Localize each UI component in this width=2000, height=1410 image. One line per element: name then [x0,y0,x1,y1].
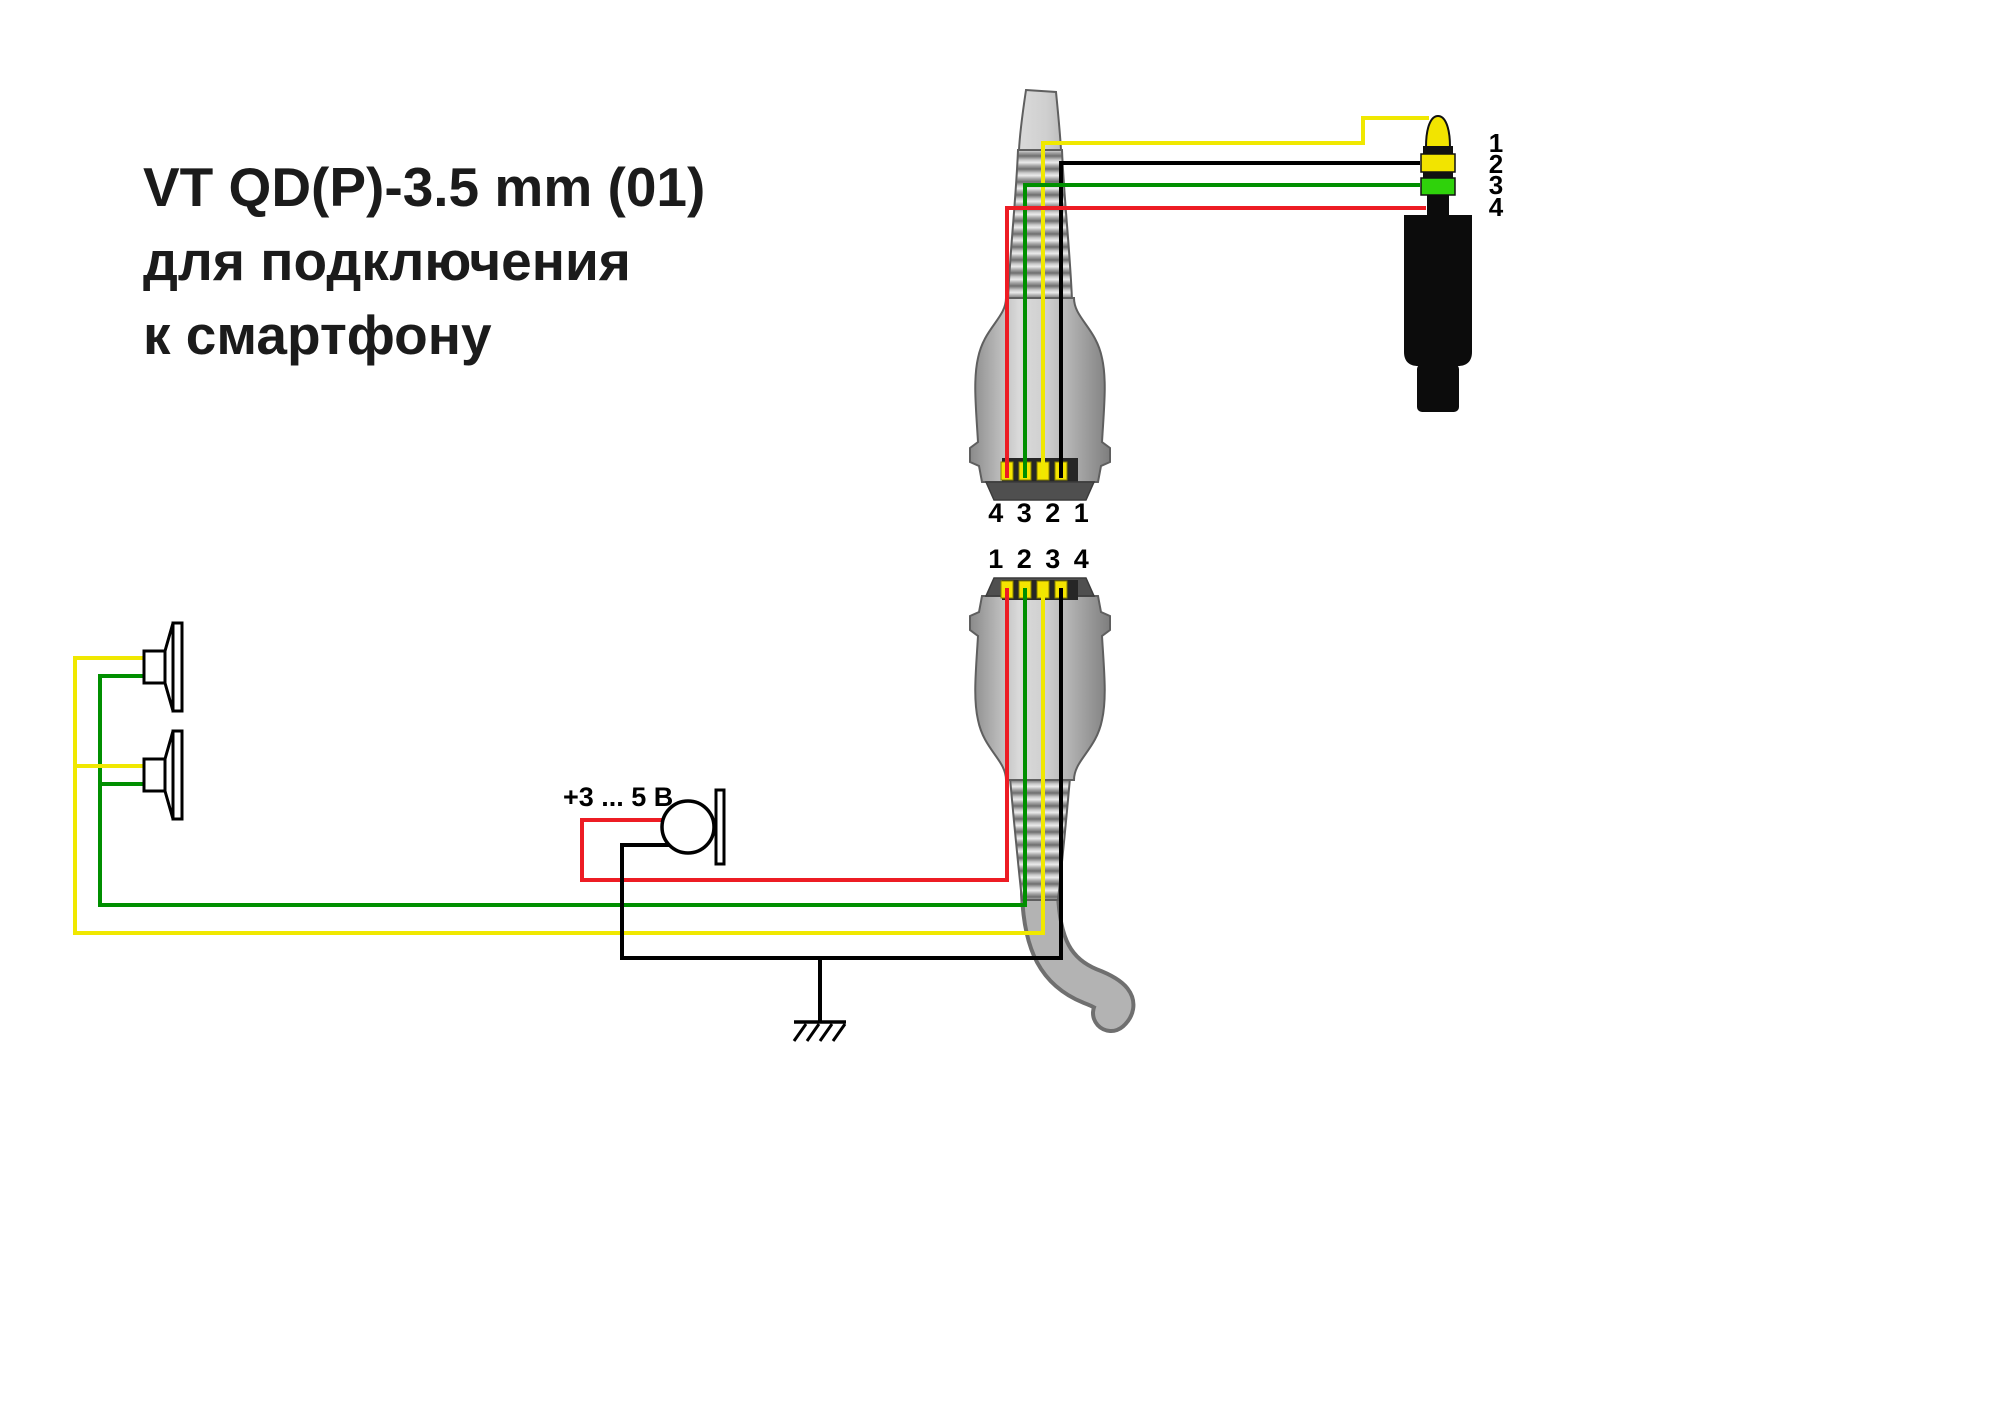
wire-green-top [1023,183,1420,478]
speaker-magnet [142,757,167,793]
bottom-qd-pin-labels: 1 2 3 4 [988,544,1092,574]
plug-band-3 [1420,177,1456,196]
qd-cable-bottom-highlight [1024,878,1132,1029]
plug-band-2 [1420,153,1456,173]
ground-symbol [792,1020,847,1042]
plug-ring-separator [1423,146,1453,154]
plug-tip [1424,114,1452,148]
speaker-lower [142,729,184,821]
wires-bottom-section [73,588,1063,1022]
wire-green-bottom [98,588,1027,907]
speaker-magnet [142,649,167,685]
title-line-1: VT QD(P)-3.5 mm (01) [143,156,705,218]
ground-hatch [805,1023,821,1042]
plug-pin-3-label: 3 [1489,170,1503,200]
wires-top-section [1005,116,1429,478]
title-line-3: к смартфону [143,304,492,366]
ground-hatch [831,1023,847,1042]
diagram-title: VT QD(P)-3.5 mm (01) для подключения к с… [143,156,705,366]
plug-boot [1417,364,1459,412]
wire-yellow-top [1041,116,1429,478]
wire-red-bottom [580,588,1009,882]
plug-pin-4-label: 4 [1489,192,1504,222]
plug-body [1404,215,1472,366]
top-qd-connector: 4 3 2 1 [969,88,1111,528]
speaker-upper [142,621,184,713]
microphone-membrane [714,788,726,866]
plug-pin-2-label: 2 [1489,149,1503,179]
wire-yellow-bottom [73,588,1045,935]
wire-black-top [1059,161,1420,478]
mic-supply-label: +3 ... 5 В [563,782,673,812]
top-qd-pin-labels: 4 3 2 1 [988,498,1092,528]
qd-body-bottom [969,595,1111,781]
qd-mating-face-top [984,481,1096,501]
title-line-2: для подключения [143,230,631,292]
plug-pin-1-label: 1 [1489,128,1503,158]
plug-neck [1427,195,1449,216]
wire-black-bottom [620,588,1063,960]
ground-hatch [818,1023,834,1042]
microphone: +3 ... 5 В [563,782,726,866]
microphone-capsule [660,799,716,855]
trs-plug: 1 2 3 4 [1404,114,1504,412]
plug-ring-separator [1423,172,1453,178]
wire-red-top [1005,206,1426,478]
speaker-flange [171,729,184,821]
speaker-flange [171,621,184,713]
qd-body-top [969,297,1111,483]
ground-hatch [792,1023,808,1042]
